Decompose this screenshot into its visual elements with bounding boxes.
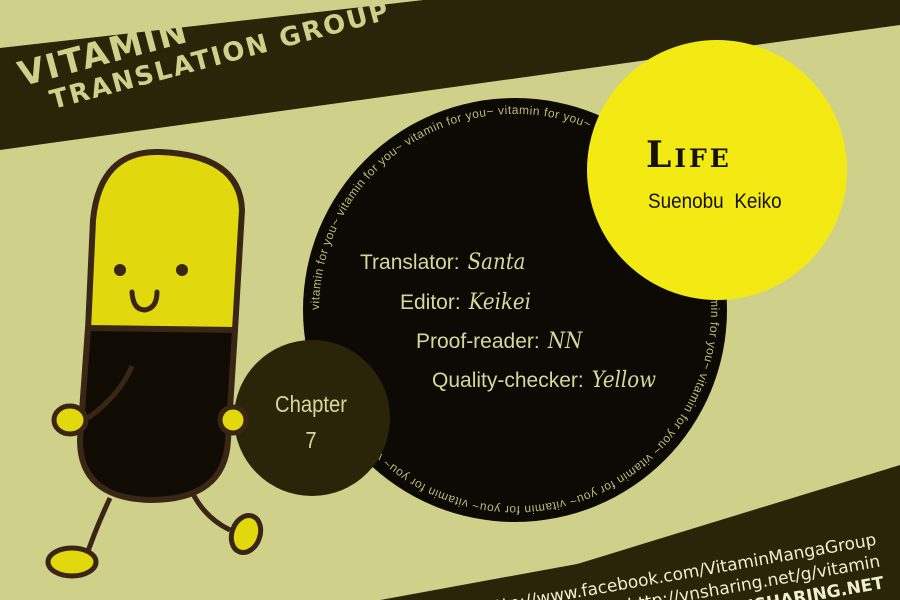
credit-role: Editor:: [400, 291, 461, 314]
title-circle: [587, 40, 847, 300]
credit-proofreader: Proof-reader: NN: [416, 329, 582, 354]
chapter-label: Chapter 7: [254, 386, 368, 458]
credit-name: Keikei: [468, 290, 531, 315]
credit-translator: Translator: Santa: [360, 250, 525, 275]
credit-name: Yellow: [591, 368, 657, 393]
credit-quality-checker: Quality-checker: Yellow: [432, 368, 656, 393]
credit-name: Santa: [467, 250, 526, 275]
chapter-number: 7: [305, 427, 317, 453]
pill-mascot: [45, 148, 264, 579]
author-name: Suenobu Keiko: [648, 190, 782, 213]
chapter-circle: [234, 340, 390, 496]
credit-role: Translator:: [360, 251, 460, 274]
right-eye-icon: [176, 264, 188, 276]
left-eye-icon: [114, 264, 126, 276]
credit-role: Quality-checker:: [432, 369, 584, 392]
smile-icon: [129, 289, 160, 313]
top-banner-band: [0, 0, 900, 150]
chapter-word: Chapter: [274, 391, 347, 417]
credit-editor: Editor: Keikei: [400, 290, 531, 315]
series-title: Life: [646, 134, 732, 176]
credit-name: NN: [547, 329, 583, 354]
credit-role: Proof-reader:: [416, 330, 540, 353]
